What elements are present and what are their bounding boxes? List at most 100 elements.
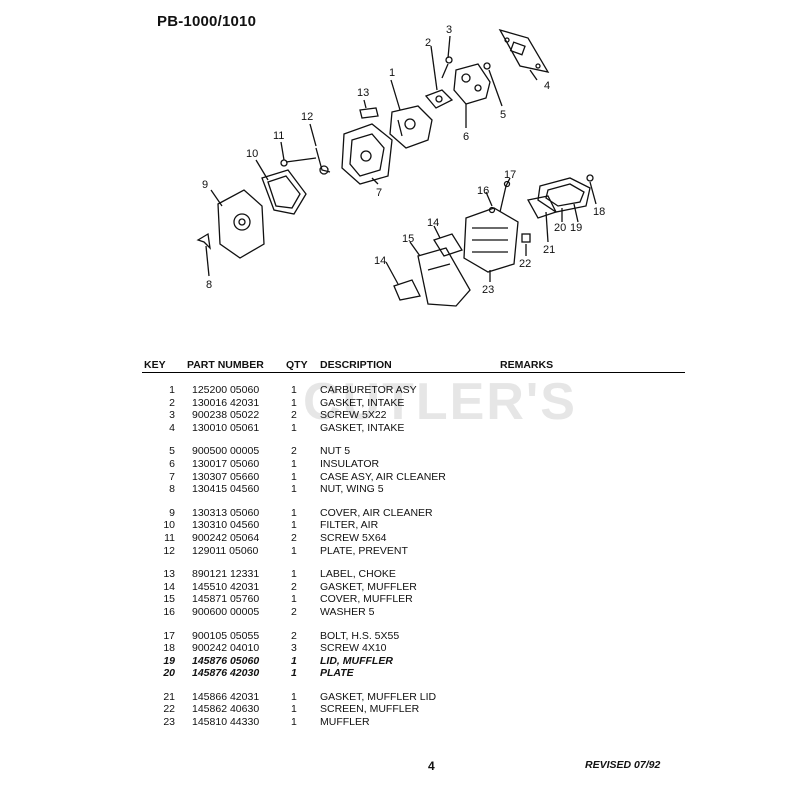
row-part-number: 145871 05760: [192, 593, 260, 606]
row-qty: 2: [291, 605, 297, 618]
callout-5: 5: [500, 109, 506, 121]
row-description: PLATE: [320, 667, 354, 680]
row-qty: 1: [291, 654, 297, 667]
header-rule: [142, 372, 685, 373]
part-nut-5: [483, 62, 491, 70]
table-row: 19 145876 05060 1 LID, MUFFLER: [0, 655, 800, 668]
callout-9: 9: [202, 179, 208, 191]
row-part-number: 900238 05022: [192, 409, 260, 422]
row-part-number: 130307 05660: [192, 470, 260, 483]
row-description: MUFFLER: [320, 716, 370, 729]
row-description: SCREW 4X10: [320, 642, 387, 655]
part-screen-22: [521, 233, 531, 243]
row-part-number: 130016 42031: [192, 396, 260, 409]
callout-15: 15: [402, 233, 414, 245]
row-description: CARBURETOR ASY: [320, 384, 417, 396]
header-remarks: REMARKS: [500, 359, 554, 371]
callout-11: 11: [273, 130, 284, 142]
row-part-number: 145510 42031: [192, 580, 260, 593]
row-key: 16: [163, 605, 175, 618]
row-key: 11: [164, 531, 175, 544]
row-key: 7: [169, 470, 175, 483]
part-muffler-23: [463, 207, 519, 273]
row-qty: 1: [291, 667, 297, 680]
row-qty: 1: [291, 396, 297, 409]
row-qty: 2: [291, 580, 297, 593]
row-key: 20: [163, 667, 175, 680]
row-qty: 1: [291, 506, 297, 519]
row-part-number: 130017 05060: [192, 457, 260, 470]
part-wing-nut-8: [196, 232, 211, 250]
row-part-number: 900500 00005: [192, 445, 260, 458]
part-case-air-cleaner-7: [341, 123, 393, 185]
row-key: 4: [169, 421, 175, 434]
row-part-number: 145876 05060: [192, 654, 260, 667]
row-key: 18: [163, 642, 175, 655]
callout-17: 17: [504, 169, 516, 181]
row-key: 10: [163, 519, 175, 532]
callout-20: 20: [554, 222, 566, 234]
row-qty: 1: [291, 544, 297, 557]
part-screw-11: [280, 157, 317, 167]
part-gasket-muffler-14b: [393, 279, 421, 301]
row-qty: 1: [291, 519, 297, 532]
part-cover-air-cleaner-9: [217, 189, 265, 259]
header-description: DESCRIPTION: [320, 359, 392, 371]
page-title: PB-1000/1010: [157, 13, 257, 30]
row-description: LABEL, CHOKE: [320, 568, 396, 581]
row-part-number: 145862 40630: [192, 703, 260, 716]
row-key: 14: [163, 580, 175, 593]
callout-10: 10: [246, 148, 258, 160]
callout-8: 8: [206, 279, 212, 291]
row-key: 5: [169, 445, 175, 458]
row-key: 23: [163, 716, 175, 729]
row-key: 13: [163, 568, 175, 581]
callout-14a: 14: [427, 217, 439, 229]
row-part-number: 130415 04560: [192, 483, 260, 496]
row-part-number: 130010 05061: [192, 421, 260, 434]
row-description: INSULATOR: [320, 457, 380, 470]
row-key: 15: [163, 593, 175, 606]
row-key: 19: [163, 654, 175, 667]
row-part-number: 890121 12331: [192, 568, 260, 581]
callout-18: 18: [593, 206, 605, 218]
row-description: LID, MUFFLER: [320, 654, 393, 667]
row-qty: 1: [291, 483, 297, 496]
row-qty: 2: [291, 409, 297, 422]
row-qty: 2: [291, 629, 297, 642]
row-key: 9: [169, 506, 175, 519]
row-description: NUT, WING 5: [320, 483, 384, 496]
row-qty: 3: [291, 642, 297, 655]
callout-21: 21: [543, 244, 555, 256]
table-row: 20 145876 42030 1 PLATE: [0, 667, 800, 680]
row-part-number: 145810 44330: [192, 716, 260, 729]
callout-23: 23: [482, 284, 494, 296]
part-carburetor-1: [389, 105, 433, 149]
row-description: COVER, AIR CLEANER: [320, 506, 433, 519]
row-part-number: 145876 42030: [192, 667, 260, 680]
callout-7: 7: [376, 187, 382, 199]
part-filter-air-10: [261, 169, 307, 215]
row-key: 21: [163, 690, 175, 703]
row-description: FILTER, AIR: [320, 519, 379, 532]
row-part-number: 900105 05055: [192, 629, 260, 642]
row-key: 17: [163, 629, 175, 642]
row-description: SCREW 5X64: [320, 531, 387, 544]
